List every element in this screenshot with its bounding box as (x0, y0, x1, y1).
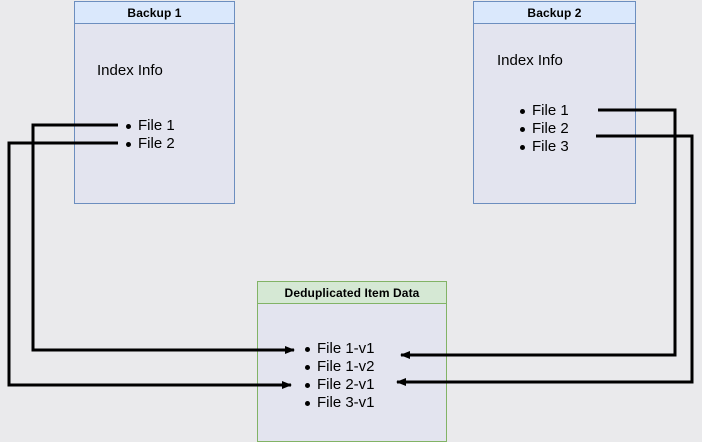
deduplicated-item-list: File 1-v1 File 1-v2 File 2-v1 File 3-v1 (305, 340, 375, 412)
backup-1-body (74, 1, 235, 204)
dedup-item[interactable]: File 2-v1 (305, 376, 375, 394)
dedup-item[interactable]: File 1-v2 (305, 358, 375, 376)
backup-2-file-item[interactable]: File 1 (520, 102, 569, 120)
backup-1-index-label: Index Info (97, 62, 163, 79)
backup-2-index-label: Index Info (497, 52, 563, 69)
backup-2-file-list: File 1 File 2 File 3 (520, 102, 569, 156)
backup-1-file-item[interactable]: File 1 (126, 117, 175, 135)
backup-2-file-item[interactable]: File 2 (520, 120, 569, 138)
deduplicated-item-data-header: Deduplicated Item Data (257, 281, 447, 304)
dedup-item[interactable]: File 3-v1 (305, 394, 375, 412)
dedup-item[interactable]: File 1-v1 (305, 340, 375, 358)
backup-1-box[interactable]: Backup 1 (74, 1, 235, 204)
backup-1-file-list: File 1 File 2 (126, 117, 175, 153)
backup-1-file-item[interactable]: File 2 (126, 135, 175, 153)
backup-2-header: Backup 2 (473, 1, 636, 24)
backup-1-header: Backup 1 (74, 1, 235, 24)
backup-2-file-item[interactable]: File 3 (520, 138, 569, 156)
